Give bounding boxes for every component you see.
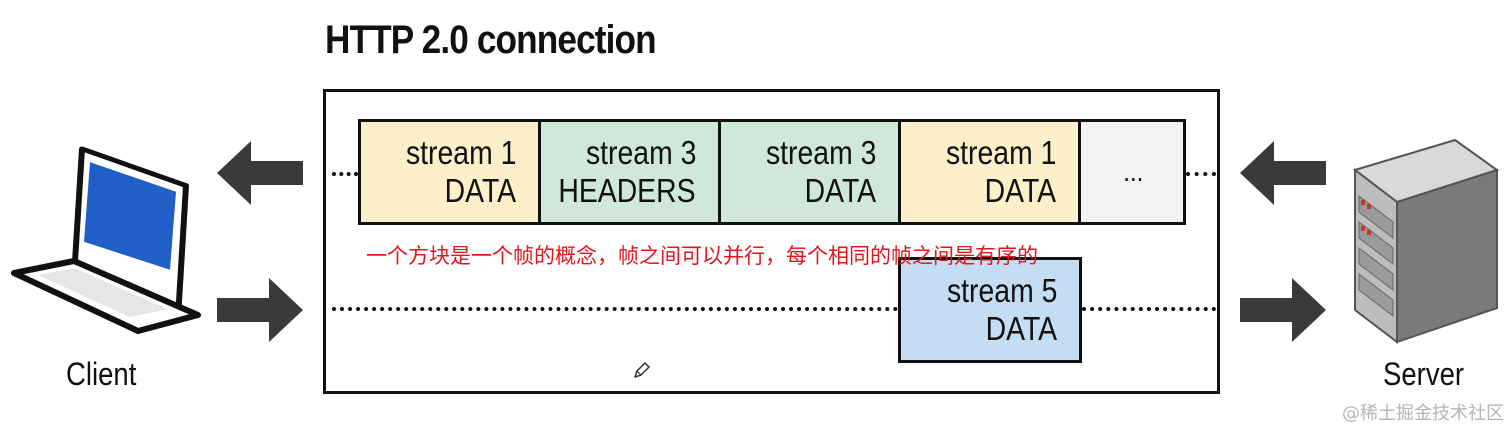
frame-stream3-data: stream 3 DATA bbox=[718, 119, 901, 225]
frame-type-label: DATA bbox=[984, 172, 1056, 209]
frame-type-label: DATA bbox=[444, 172, 516, 209]
frame-stream-label: stream 1 bbox=[405, 134, 516, 171]
top-stream-line-right bbox=[1186, 172, 1216, 176]
arrow-right-to-server-icon bbox=[1240, 278, 1326, 342]
http2-connection-box bbox=[323, 89, 1220, 394]
frame-stream-label: stream 5 bbox=[946, 272, 1057, 309]
arrow-left-from-server-icon bbox=[1240, 141, 1326, 205]
bottom-stream-line-right bbox=[1082, 307, 1216, 311]
frame-stream3-headers: stream 3 HEADERS bbox=[538, 119, 721, 225]
bottom-stream-line-left bbox=[332, 307, 898, 311]
frame-stream-label: stream 1 bbox=[945, 134, 1056, 171]
top-stream-line-left bbox=[332, 172, 358, 176]
diagram-title: HTTP 2.0 connection bbox=[325, 18, 657, 62]
frame-stream-label: stream 3 bbox=[585, 134, 696, 171]
annotation-text: 一个方块是一个帧的概念，帧之间可以并行，每个相同的帧之间是有序的 bbox=[366, 244, 1038, 268]
client-label: Client bbox=[66, 356, 137, 392]
frame-stream5-data: stream 5 DATA bbox=[898, 257, 1082, 363]
pencil-cursor-icon bbox=[634, 362, 650, 378]
watermark: @稀土掘金技术社区 bbox=[1342, 403, 1504, 424]
server-tower-icon bbox=[1352, 138, 1500, 345]
frame-type-label: HEADERS bbox=[558, 172, 696, 209]
laptop-icon bbox=[11, 146, 201, 334]
frame-more-ellipsis: ... bbox=[1123, 156, 1144, 187]
frame-stream1-data: stream 1 DATA bbox=[358, 119, 541, 225]
arrow-left-to-client-icon bbox=[217, 141, 303, 205]
frame-more: ... bbox=[1078, 119, 1186, 225]
server-label: Server bbox=[1383, 356, 1465, 392]
frame-type-label: DATA bbox=[985, 310, 1057, 347]
frame-stream1-data-2: stream 1 DATA bbox=[898, 119, 1081, 225]
frame-type-label: DATA bbox=[804, 172, 876, 209]
frame-stream-label: stream 3 bbox=[765, 134, 876, 171]
arrow-right-from-client-icon bbox=[217, 278, 303, 342]
